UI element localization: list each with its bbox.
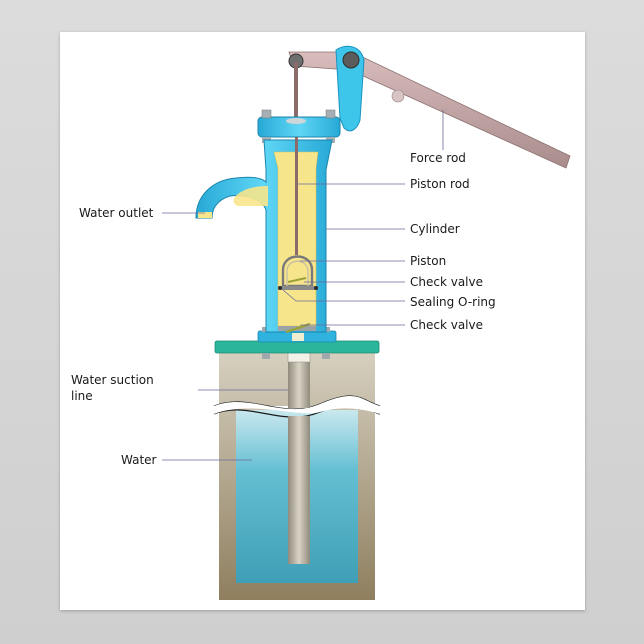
leader-lines — [162, 110, 444, 461]
outlet-channel — [233, 186, 268, 206]
o-ring-right — [314, 286, 318, 290]
handle-bracket — [335, 45, 365, 132]
label-sealing-o-ring: Sealing O-ring — [410, 295, 496, 309]
handle-stop — [391, 89, 405, 103]
label-piston-rod: Piston rod — [410, 177, 470, 191]
pipe-upper — [288, 360, 310, 408]
piston-rod-top — [294, 62, 298, 118]
label-water-outlet: Water outlet — [79, 206, 154, 220]
leader-o-ring-left — [282, 289, 297, 302]
label-cylinder: Cylinder — [410, 222, 460, 236]
label-water-suction-line-1: Water suction — [71, 373, 154, 387]
pipe-collar — [287, 351, 311, 363]
pivot-pin — [342, 51, 360, 69]
label-force-rod: Force rod — [410, 151, 466, 165]
top-cap — [257, 109, 341, 143]
label-water: Water — [121, 453, 157, 467]
label-water-suction-line-2: line — [71, 389, 93, 403]
label-check-valve-upper: Check valve — [410, 275, 483, 289]
label-check-valve-lower: Check valve — [410, 318, 483, 332]
piston-rod — [295, 137, 298, 255]
pump-body — [195, 139, 333, 333]
platform-slab — [214, 340, 380, 354]
break-gap — [214, 396, 380, 414]
pipe-lower — [288, 416, 310, 564]
label-piston: Piston — [410, 254, 446, 268]
piston — [278, 255, 318, 290]
labels: Force rod Piston rod Water outlet Cylind… — [71, 151, 496, 467]
outlet-water — [198, 212, 212, 218]
o-ring-left — [278, 286, 282, 290]
check-valve-upper-flap — [287, 277, 307, 283]
suction-pipe — [287, 351, 311, 564]
handle-assembly — [288, 45, 571, 169]
